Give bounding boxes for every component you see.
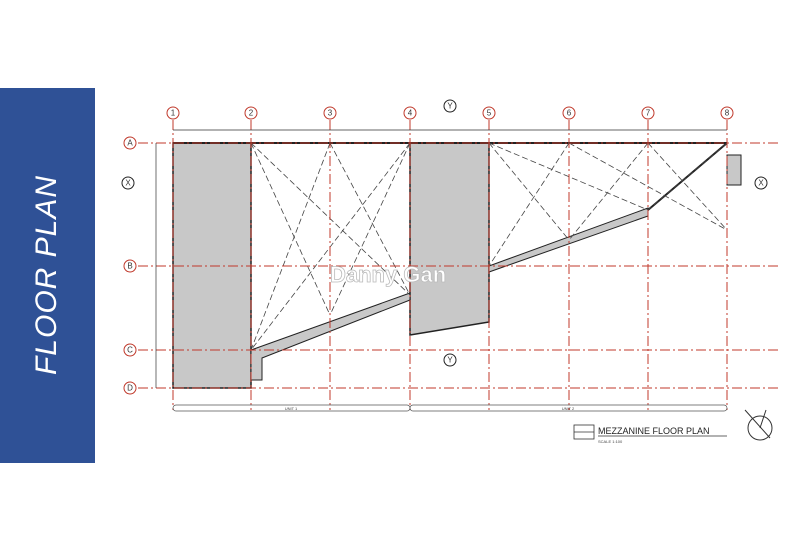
svg-text:1: 1	[171, 109, 176, 118]
svg-text:X: X	[125, 179, 131, 188]
grid-lines	[138, 120, 780, 410]
plan-title: MEZZANINE FLOOR PLAN	[598, 426, 710, 436]
svg-text:Y: Y	[447, 102, 453, 111]
svg-text:C: C	[127, 346, 133, 355]
column-bubble-6: 6	[562, 106, 576, 120]
svg-text:7: 7	[646, 109, 651, 118]
column-bubble-5: 5	[482, 106, 496, 120]
column-bubble-7: 7	[641, 106, 655, 120]
svg-text:3: 3	[328, 109, 333, 118]
row-bubble-b: B	[123, 259, 137, 273]
svg-text:Y: Y	[447, 356, 453, 365]
column-bubble-2: 2	[244, 106, 258, 120]
column-box	[726, 154, 742, 186]
side-panel: FLOOR PLAN	[0, 88, 95, 463]
unit-band-2	[409, 404, 728, 412]
svg-text:4: 4	[408, 109, 413, 118]
column-bubble-8: 8	[720, 106, 734, 120]
row-bubble-a: A	[123, 136, 137, 150]
north-arrow-icon	[744, 409, 773, 441]
svg-text:A: A	[127, 139, 133, 148]
watermark: Danny Gan	[330, 262, 446, 287]
section-marker-y-bottom: Y	[443, 353, 457, 367]
plan-scale: SCALE 1:100	[598, 439, 623, 444]
section-marker-x-right: X	[754, 176, 768, 190]
section-marker-x-left: X	[121, 176, 135, 190]
svg-text:X: X	[758, 179, 764, 188]
svg-text:5: 5	[487, 109, 492, 118]
svg-text:2: 2	[249, 109, 254, 118]
row-bubble-c: C	[123, 343, 137, 357]
row-bubble-d: D	[123, 381, 137, 395]
ramp-line-2	[647, 142, 728, 211]
column-bubble-1: 1	[166, 106, 180, 120]
unit-1-label: UNIT 1	[285, 406, 298, 411]
svg-text:6: 6	[567, 109, 572, 118]
svg-text:B: B	[127, 262, 132, 271]
column-bubble-4: 4	[403, 106, 417, 120]
mezzanine-area-unit-2	[409, 142, 490, 336]
unit-2-label: UNIT 2	[562, 406, 575, 411]
svg-text:8: 8	[725, 109, 730, 118]
svg-text:D: D	[127, 384, 133, 393]
section-marker-y-top: Y	[443, 99, 457, 113]
column-bubble-3: 3	[323, 106, 337, 120]
